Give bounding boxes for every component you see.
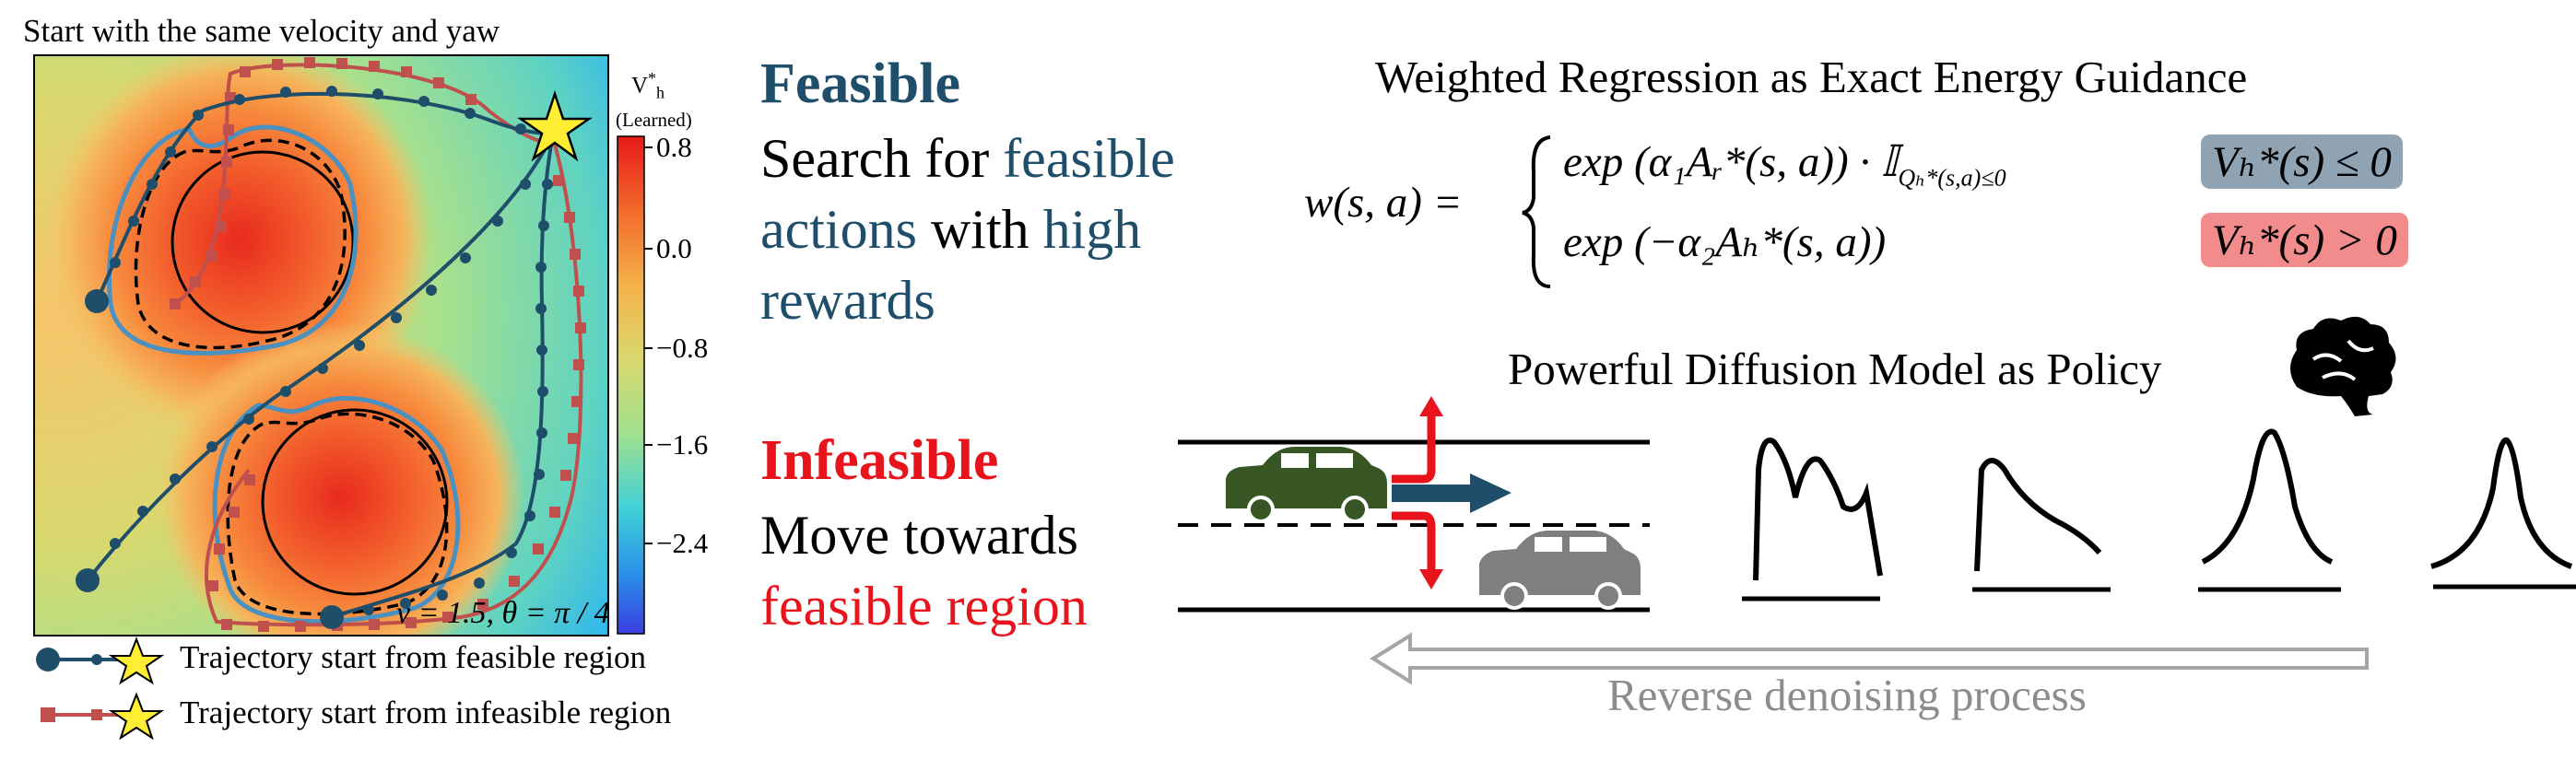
feasible-line-2: actions with high xyxy=(760,194,1141,265)
colorbar-tick: 0.8 xyxy=(656,131,692,163)
text-run: actions xyxy=(760,199,917,260)
equation-brace xyxy=(1522,135,1551,288)
distribution-4 xyxy=(2430,438,2576,590)
red-arrow-up-icon xyxy=(1419,396,1443,416)
colorbar-tick: 0.0 xyxy=(656,232,692,264)
colorbar xyxy=(617,135,645,635)
legend-label-feasible: Trajectory start from feasible region xyxy=(180,639,647,675)
legend-label-infeasible: Trajectory start from infeasible region xyxy=(180,695,672,730)
legend-infeasible-marker xyxy=(41,692,165,741)
reverse-arrow-icon xyxy=(1370,632,2369,685)
true-boundary-bottom xyxy=(226,412,449,616)
equation-lhs: w(s, a) = xyxy=(1304,179,1463,227)
green-car-icon xyxy=(1226,447,1387,523)
goal-star-icon xyxy=(517,90,593,162)
true-boundary-top xyxy=(134,138,347,350)
equation-case-1: exp (α₁Aᵣ*(s, a)) · 𝕀Qₕ*(s,a)≤0 xyxy=(1563,138,2006,192)
obstacle-circle-bottom xyxy=(261,408,449,596)
trajectory-infeasible-markers xyxy=(170,57,586,632)
colorbar-tick: −0.8 xyxy=(656,332,709,364)
condition-infeasible-badge: Vₕ*(s) > 0 xyxy=(2201,213,2408,267)
diffusion-title: Powerful Diffusion Model as Policy xyxy=(1508,344,2162,394)
forward-arrow-icon xyxy=(1392,473,1511,513)
red-arrows-icon xyxy=(1392,415,1436,571)
text-run: high xyxy=(1042,199,1142,260)
plot-title: Start with the same velocity and yaw xyxy=(23,13,500,49)
trajectory-feasible-2 xyxy=(331,133,555,619)
brain-icon xyxy=(2290,316,2396,416)
distribution-2 xyxy=(1972,458,2111,592)
text-run: rewards xyxy=(760,270,935,331)
feasible-line-1: Search for feasible xyxy=(760,123,1175,194)
infeasible-line-1: Move towards xyxy=(760,505,1078,566)
obstacle-circle-top xyxy=(171,150,355,334)
red-arrow-down-icon xyxy=(1419,569,1443,590)
feasible-title: Feasible xyxy=(760,53,960,115)
regression-title: Weighted Regression as Exact Energy Guid… xyxy=(1375,52,2248,102)
colorbar-tick: −2.4 xyxy=(656,527,709,559)
equation-case-2: exp (−α₂Aₕ*(s, a)) xyxy=(1563,218,1887,266)
trajectory-feasible-markers xyxy=(76,86,553,629)
distribution-3 xyxy=(2198,428,2341,592)
plot-annotation: v = 1.5, θ = π / 4 xyxy=(396,596,610,630)
road-diagram xyxy=(1178,439,1650,613)
gray-car-icon xyxy=(1479,531,1641,610)
legend-feasible-marker xyxy=(36,636,165,685)
infeasible-title: Infeasible xyxy=(760,429,999,492)
condition-feasible-badge: Vₕ*(s) ≤ 0 xyxy=(2201,134,2403,189)
infeasible-line-2: feasible region xyxy=(760,576,1088,636)
text-run: Search for xyxy=(760,128,1004,189)
text-run: feasible xyxy=(1003,128,1175,189)
colorbar-tick: −1.6 xyxy=(656,428,709,461)
text-run: with xyxy=(916,199,1043,260)
learned-boundary-top xyxy=(107,124,359,356)
learned-boundary-bottom xyxy=(212,395,461,625)
distribution-1 xyxy=(1742,438,1883,601)
colorbar-label: V*h (Learned) xyxy=(616,69,692,132)
heatmap xyxy=(34,55,608,636)
feasible-line-3: rewards xyxy=(760,265,935,336)
reverse-caption: Reverse denoising process xyxy=(1607,670,2087,720)
